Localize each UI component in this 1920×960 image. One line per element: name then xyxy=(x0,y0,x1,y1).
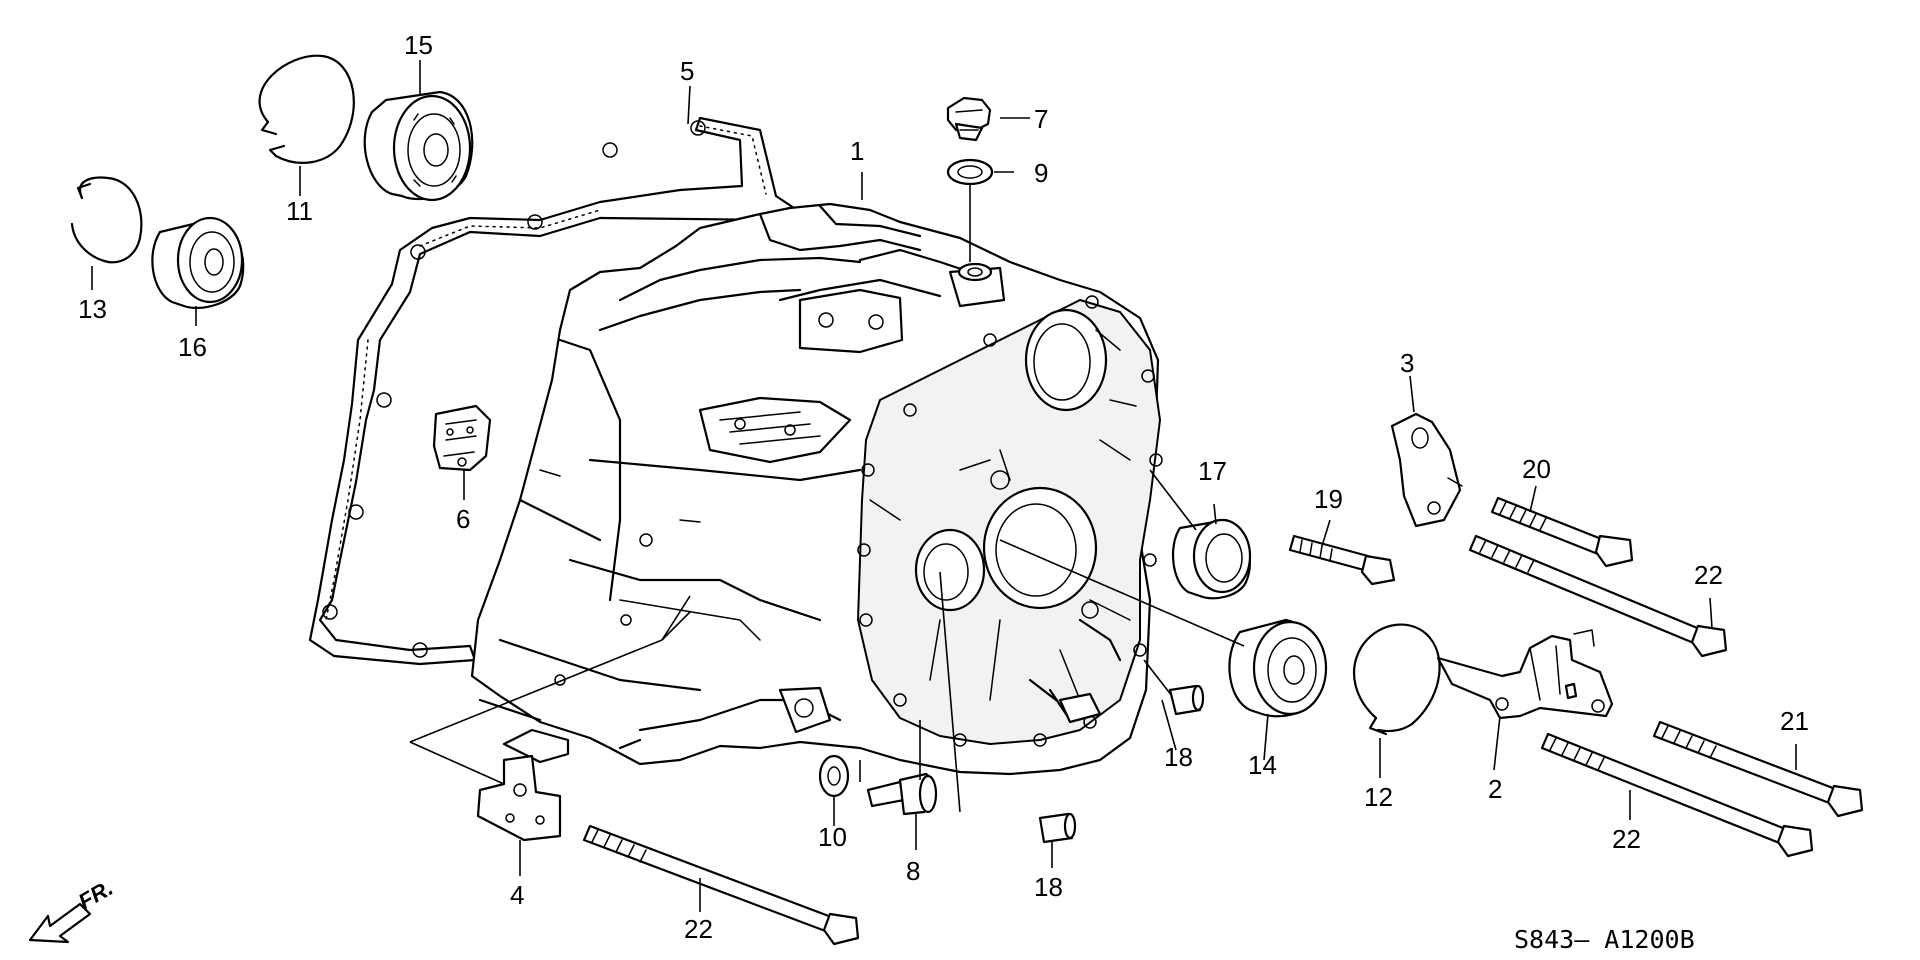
callout-8: 8 xyxy=(906,856,920,886)
bearing-part-16 xyxy=(151,216,245,310)
gasket-part-5 xyxy=(308,116,802,666)
bolt-part-22-lower-right xyxy=(1540,732,1814,858)
callout-21: 21 xyxy=(1780,706,1809,736)
washer-part-9 xyxy=(946,158,994,186)
bracket-part-4 xyxy=(476,728,570,842)
transmission-housing-part-1 xyxy=(470,202,1163,776)
reference-code: S843— A1200B xyxy=(1514,925,1695,954)
plate-part-6 xyxy=(432,404,492,472)
callout-22-upper: 22 xyxy=(1694,560,1723,590)
snap-ring-part-12 xyxy=(1353,623,1441,736)
callout-18-upper: 18 xyxy=(1164,742,1193,772)
bracket-part-3 xyxy=(1390,412,1463,528)
callouts: 1 2 3 4 5 6 7 8 9 10 11 12 13 14 15 16 1… xyxy=(78,30,1809,944)
bolt-part-22-upper xyxy=(1468,534,1728,658)
bolt-part-8 xyxy=(866,772,938,816)
callout-5: 5 xyxy=(680,56,694,86)
front-direction-arrow: FR. xyxy=(28,875,117,944)
snap-ring-part-13 xyxy=(70,176,143,264)
bolt-part-7 xyxy=(946,96,992,142)
callout-14: 14 xyxy=(1248,750,1277,780)
callout-2: 2 xyxy=(1488,774,1502,804)
callout-22-lower-right: 22 xyxy=(1612,824,1641,854)
callout-20: 20 xyxy=(1522,454,1551,484)
bearing-part-14 xyxy=(1228,618,1328,718)
callout-10: 10 xyxy=(818,822,847,852)
callout-6: 6 xyxy=(456,504,470,534)
bracket-part-2 xyxy=(1436,629,1614,720)
bolt-part-20 xyxy=(1490,496,1634,568)
callout-19: 19 xyxy=(1314,484,1343,514)
bolt-part-22-lower-left xyxy=(582,824,860,946)
bolt-part-21 xyxy=(1652,720,1864,818)
callout-18-lower: 18 xyxy=(1034,872,1063,902)
callout-16: 16 xyxy=(178,332,207,362)
callout-9: 9 xyxy=(1034,158,1048,188)
callout-1: 1 xyxy=(850,136,864,166)
callout-11: 11 xyxy=(286,196,313,226)
oil-seal-part-17 xyxy=(1172,518,1252,600)
washer-part-10 xyxy=(818,754,850,798)
callout-4: 4 xyxy=(510,880,524,910)
callout-15: 15 xyxy=(404,30,433,60)
callout-17: 17 xyxy=(1198,456,1227,486)
callout-13: 13 xyxy=(78,294,107,324)
callout-7: 7 xyxy=(1034,104,1048,134)
bolt-part-19 xyxy=(1288,534,1396,586)
snap-ring-part-11 xyxy=(258,54,355,164)
callout-3: 3 xyxy=(1400,348,1414,378)
callout-12: 12 xyxy=(1364,782,1393,812)
leader-lines xyxy=(91,60,1797,912)
dowel-pin-part-18-upper xyxy=(1168,684,1205,716)
callout-22-lower-left: 22 xyxy=(684,914,713,944)
dowel-pin-part-18-lower xyxy=(1038,812,1077,844)
bearing-part-15 xyxy=(363,90,474,202)
